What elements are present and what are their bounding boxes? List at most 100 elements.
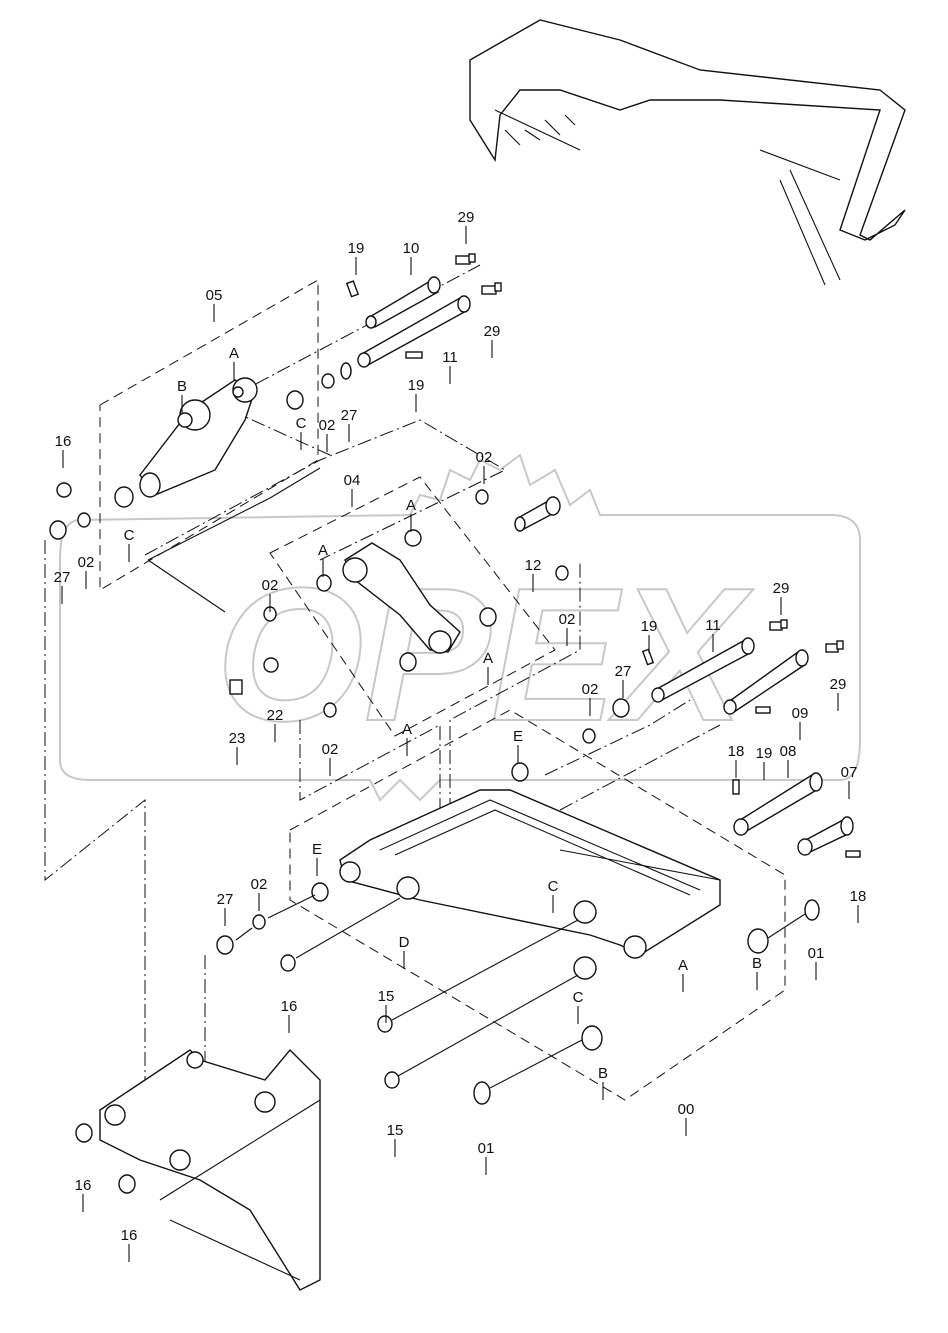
callout-label: 02 [251,876,268,893]
bushing-A-4 [399,652,417,672]
pin-11-top [357,295,471,368]
callout-label: B [752,955,762,972]
bushing-A-3 [479,607,497,627]
callout-label: D [399,934,410,951]
callout-label: 00 [678,1101,695,1118]
callout-label: 05 [206,287,223,304]
callout-label: 19 [756,745,773,762]
bushing-A-2 [316,574,332,592]
callout-label: 23 [229,730,246,747]
grease-nipple-29-b [481,282,502,295]
pin-19-b [405,351,423,359]
callout-label: 01 [478,1140,495,1157]
callout-label: 11 [705,617,721,634]
callout-label: 16 [121,1227,138,1244]
pin-19-c [641,648,655,666]
pin-11-right [651,637,755,703]
bushing-E-low [311,882,329,902]
callout-label: 12 [525,557,542,574]
bushing-E-mid [511,762,529,782]
callout-label: 19 [408,377,425,394]
callout-label: 11 [442,349,458,366]
bushing-B-low [581,1025,603,1051]
bolt-23 [229,679,243,695]
callout-label: B [177,378,187,395]
group-box-04 [269,476,556,737]
callout-label: 02 [322,741,339,758]
pin-09 [723,649,809,715]
seal-01-low [473,1081,491,1105]
callout-label: E [312,841,322,858]
callout-label: 29 [458,209,475,226]
callout-label: A [229,345,239,362]
callout-label: A [483,650,493,667]
callout-label: 15 [387,1122,404,1139]
snap-ring-16-a [75,1123,93,1143]
callout-label: 29 [773,580,790,597]
callout-label: 02 [559,611,576,628]
group-box-05 [99,279,319,591]
pin-18-a [732,779,740,795]
seal-02-04a [475,489,489,505]
pin-19-d [755,706,771,714]
oring-27-top [340,362,352,380]
callout-label: 02 [262,577,279,594]
callout-label: 04 [344,472,361,489]
grease-nipple-29-c [769,619,788,631]
callout-label: 16 [75,1177,92,1194]
callout-label: B [598,1065,608,1082]
seal-02-top [321,373,335,389]
bushing-C-top [286,390,304,410]
seal-02-04d [323,702,337,718]
callout-label: 18 [728,743,745,760]
oring-27-left [49,520,67,540]
pin-08 [733,772,823,836]
callout-label: C [296,415,307,432]
seal-02-left [77,512,91,528]
callout-label: 02 [319,417,336,434]
watermark-logo: OPEX [59,453,861,802]
callout-label: 16 [55,433,72,450]
callout-label: 01 [808,945,825,962]
bushing-C-left [114,486,134,508]
callout-label: 16 [281,998,298,1015]
grease-nipple-29-a [455,253,476,265]
snap-ring-15-a [377,1015,393,1033]
link-04 [342,542,461,654]
callout-label: 02 [476,449,493,466]
group-box-00 [289,709,786,1101]
callout-label: C [573,989,584,1006]
callout-label: 29 [830,676,847,693]
bushing-B-right [747,928,769,954]
assembly-lines [44,264,721,1130]
callout-label: 15 [378,988,395,1005]
callout-label: 27 [615,663,632,680]
grease-nipple-29-d [825,640,844,653]
bucket [99,1048,321,1291]
callout-label: A [318,542,328,559]
callout-label: 29 [484,323,501,340]
callout-label: C [124,527,135,544]
leader-lines-low [235,849,806,1089]
callout-label: 07 [841,764,858,781]
snap-ring-16-mid [280,954,296,972]
seal-01-right [804,899,820,921]
seal-02-04c [555,565,569,581]
callout-label: 18 [850,888,867,905]
callout-label: 02 [78,554,95,571]
oring-27-low [216,935,234,955]
seal-02-mid [582,728,596,744]
callout-label: A [402,721,412,738]
pin-07 [797,816,854,856]
pin-19-a [345,280,360,298]
excavator-arm-overview [469,19,906,286]
seal-02-low [252,914,266,930]
callout-label: 19 [348,240,365,257]
bushing-A-1 [404,529,422,547]
snap-ring-16-b [118,1174,136,1194]
callout-label: 19 [641,618,658,635]
snap-ring-16-top [56,482,72,498]
callout-label: 22 [267,707,284,724]
